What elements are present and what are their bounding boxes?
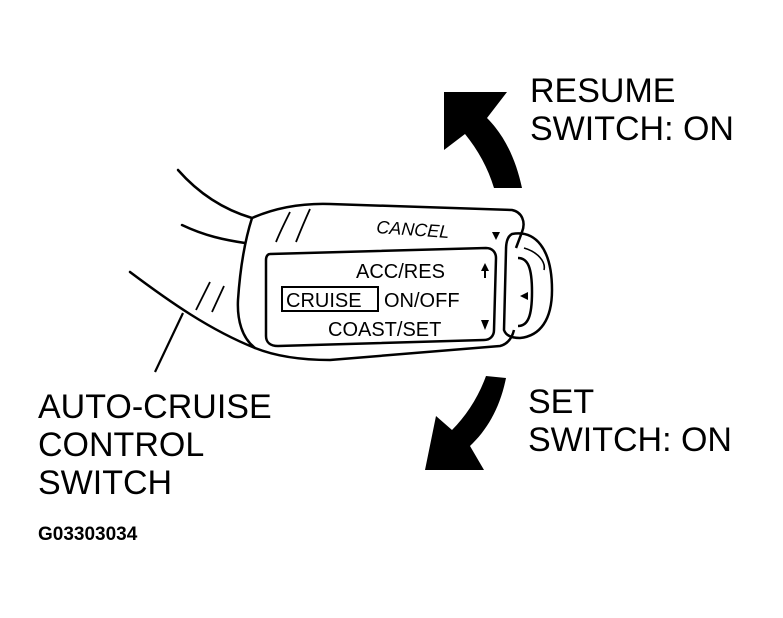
- knob-arrow-icon: [520, 292, 528, 300]
- leader-line: [154, 312, 184, 373]
- cruise-box: [281, 286, 379, 312]
- set-arrow-icon: [425, 376, 506, 470]
- on-off-label: ON/OFF: [384, 290, 460, 312]
- auto-cruise-switch-callout: AUTO-CRUISE CONTROL SWITCH: [38, 388, 272, 502]
- coast-set-label: COAST/SET: [328, 319, 441, 341]
- resume-callout-line-1: RESUME: [530, 72, 676, 110]
- steering-column: [128, 168, 257, 350]
- figure-id: G03303034: [38, 524, 138, 545]
- switch-callout-line-3: SWITCH: [38, 464, 173, 502]
- resume-arrow-icon: [444, 92, 522, 188]
- acc-res-label: ACC/RES: [356, 261, 445, 283]
- switch-callout-line-2: CONTROL: [38, 426, 205, 464]
- coast-set-arrow-icon: [481, 320, 489, 330]
- resume-switch-callout: RESUME SWITCH: ON: [530, 72, 734, 148]
- acc-res-arrow-icon: [481, 263, 489, 278]
- cancel-arrow-icon: [492, 232, 500, 240]
- cancel-label: CANCEL: [376, 217, 450, 242]
- switch-callout-line-1: AUTO-CRUISE: [38, 388, 272, 426]
- switch-stalk: [195, 202, 525, 362]
- set-callout-line-1: SET: [528, 383, 595, 421]
- cruise-label: CRUISE: [286, 290, 362, 312]
- set-switch-callout: SET SWITCH: ON: [528, 383, 732, 459]
- switch-end-knob: [502, 232, 554, 340]
- resume-callout-line-2: SWITCH: ON: [530, 110, 734, 148]
- set-callout-line-2: SWITCH: ON: [528, 421, 732, 459]
